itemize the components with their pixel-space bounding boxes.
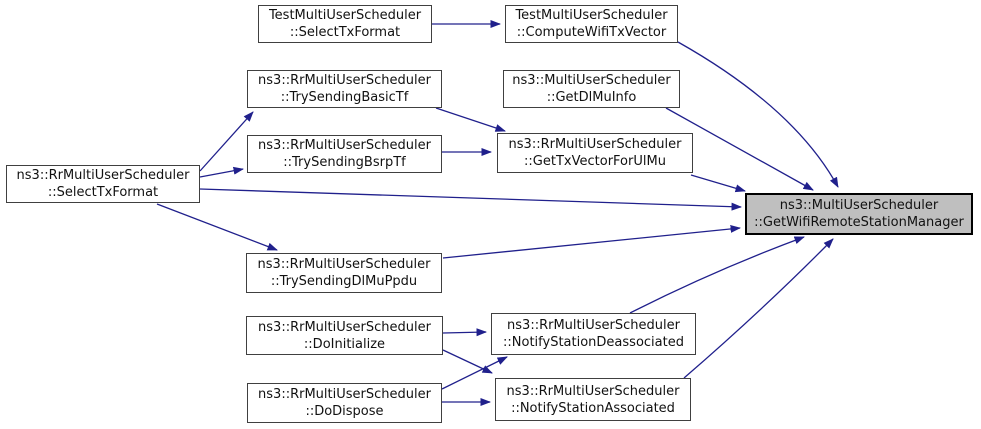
node-label-line2: ::GetWifiRemoteStationManager — [754, 215, 964, 230]
node-label-line2: ::ComputeWifiTxVector — [516, 25, 667, 40]
node-rr-doinitialize[interactable]: ns3::RrMultiUserScheduler ::DoInitialize — [246, 316, 443, 355]
node-label-line1: ns3::RrMultiUserScheduler — [258, 138, 431, 153]
node-label-line1: ns3::RrMultiUserScheduler — [258, 387, 431, 402]
node-label-line1: ns3::MultiUserScheduler — [779, 198, 939, 213]
node-label-line2: ::SelectTxFormat — [47, 185, 159, 200]
node-test-selecttxformat[interactable]: TestMultiUserScheduler ::SelectTxFormat — [258, 5, 432, 43]
node-label-line2: ::GetDlMuInfo — [546, 90, 637, 105]
node-label-line1: TestMultiUserScheduler — [515, 8, 668, 23]
node-mu-getwifiremotestationmanager: ns3::MultiUserScheduler ::GetWifiRemoteS… — [745, 193, 973, 235]
node-label-line2: ::TrySendingDlMuPpdu — [270, 274, 418, 289]
edge-rr-notifystationassociated-to-main — [683, 238, 834, 379]
edge-rr-notifystationdeassociated-to-main — [629, 236, 805, 314]
node-label-line2: ::DoDispose — [305, 404, 384, 419]
edge-rr-trysendingbasictf-to-rr-gettxvectorforulmu — [435, 107, 506, 132]
node-rr-gettxvectorforulmu[interactable]: ns3::RrMultiUserScheduler ::GetTxVectorF… — [497, 133, 693, 173]
node-label-line2: ::SelectTxFormat — [289, 25, 401, 40]
edge-rr-selecttxformat-to-rr-trysendingdlmuppdu — [156, 203, 278, 251]
edge-rr-dodispose-to-rr-notifystationdeassociated — [441, 356, 508, 390]
node-rr-selecttxformat[interactable]: ns3::RrMultiUserScheduler ::SelectTxForm… — [6, 165, 200, 203]
node-label-line1: ns3::RrMultiUserScheduler — [506, 383, 680, 399]
edge-rr-selecttxformat-to-main — [199, 188, 742, 211]
node-rr-notifystationdeassociated[interactable]: ns3::RrMultiUserScheduler ::NotifyStatio… — [491, 313, 696, 355]
node-label-line1: ns3::RrMultiUserScheduler — [507, 318, 680, 333]
edge-rr-doinitialize-to-rr-notifystationdeassociated — [442, 328, 487, 337]
edge-rr-selecttxformat-to-rr-trysendingbasictf — [199, 111, 254, 172]
node-rr-dodispose[interactable]: ns3::RrMultiUserScheduler ::DoDispose — [247, 383, 442, 423]
node-rr-trysendingbsrptf[interactable]: ns3::RrMultiUserScheduler ::TrySendingBs… — [247, 135, 442, 173]
node-label-line2: ::NotifyStationDeassociated — [503, 335, 684, 350]
edge-mu-getdlmuinfo-to-main — [665, 107, 814, 191]
node-label-line2: ::GetTxVectorForUlMu — [524, 154, 666, 169]
node-label-line1: ns3::RrMultiUserScheduler — [258, 73, 431, 88]
node-label-line2: ::NotifyStationAssociated — [511, 400, 675, 416]
node-mu-getdlmuinfo[interactable]: ns3::MultiUserScheduler ::GetDlMuInfo — [503, 70, 680, 108]
node-label-line1: ns3::MultiUserScheduler — [512, 73, 671, 88]
node-rr-trysendingbasictf[interactable]: ns3::RrMultiUserScheduler ::TrySendingBa… — [247, 70, 442, 108]
edge-rr-selecttxformat-to-rr-trysendingbsrptf — [199, 166, 244, 178]
node-label-line1: ns3::RrMultiUserScheduler — [257, 257, 431, 272]
node-label-line2: ::DoInitialize — [303, 336, 386, 352]
node-label-line1: TestMultiUserScheduler — [268, 8, 422, 23]
node-label-line1: ns3::RrMultiUserScheduler — [258, 319, 431, 335]
node-label-line2: ::TrySendingBsrpTf — [283, 155, 406, 170]
node-label-line1: ns3::RrMultiUserScheduler — [16, 168, 190, 183]
edge-rr-gettxvectorforulmu-to-main — [690, 174, 746, 193]
node-rr-notifystationassociated[interactable]: ns3::RrMultiUserScheduler ::NotifyStatio… — [495, 378, 691, 421]
node-label-line2: ::TrySendingBasicTf — [280, 90, 409, 105]
edge-rr-trysendingdlmuppdu-to-main — [442, 224, 741, 259]
node-rr-trysendingdlmuppdu[interactable]: ns3::RrMultiUserScheduler ::TrySendingDl… — [246, 253, 442, 293]
edge-rr-doinitialize-to-rr-notifystationassociated — [442, 349, 493, 374]
edge-test-computewifitxvector-to-main — [677, 41, 839, 188]
node-test-computewifitxvector[interactable]: TestMultiUserScheduler ::ComputeWifiTxVe… — [505, 5, 678, 43]
node-label-line1: ns3::RrMultiUserScheduler — [508, 137, 682, 152]
